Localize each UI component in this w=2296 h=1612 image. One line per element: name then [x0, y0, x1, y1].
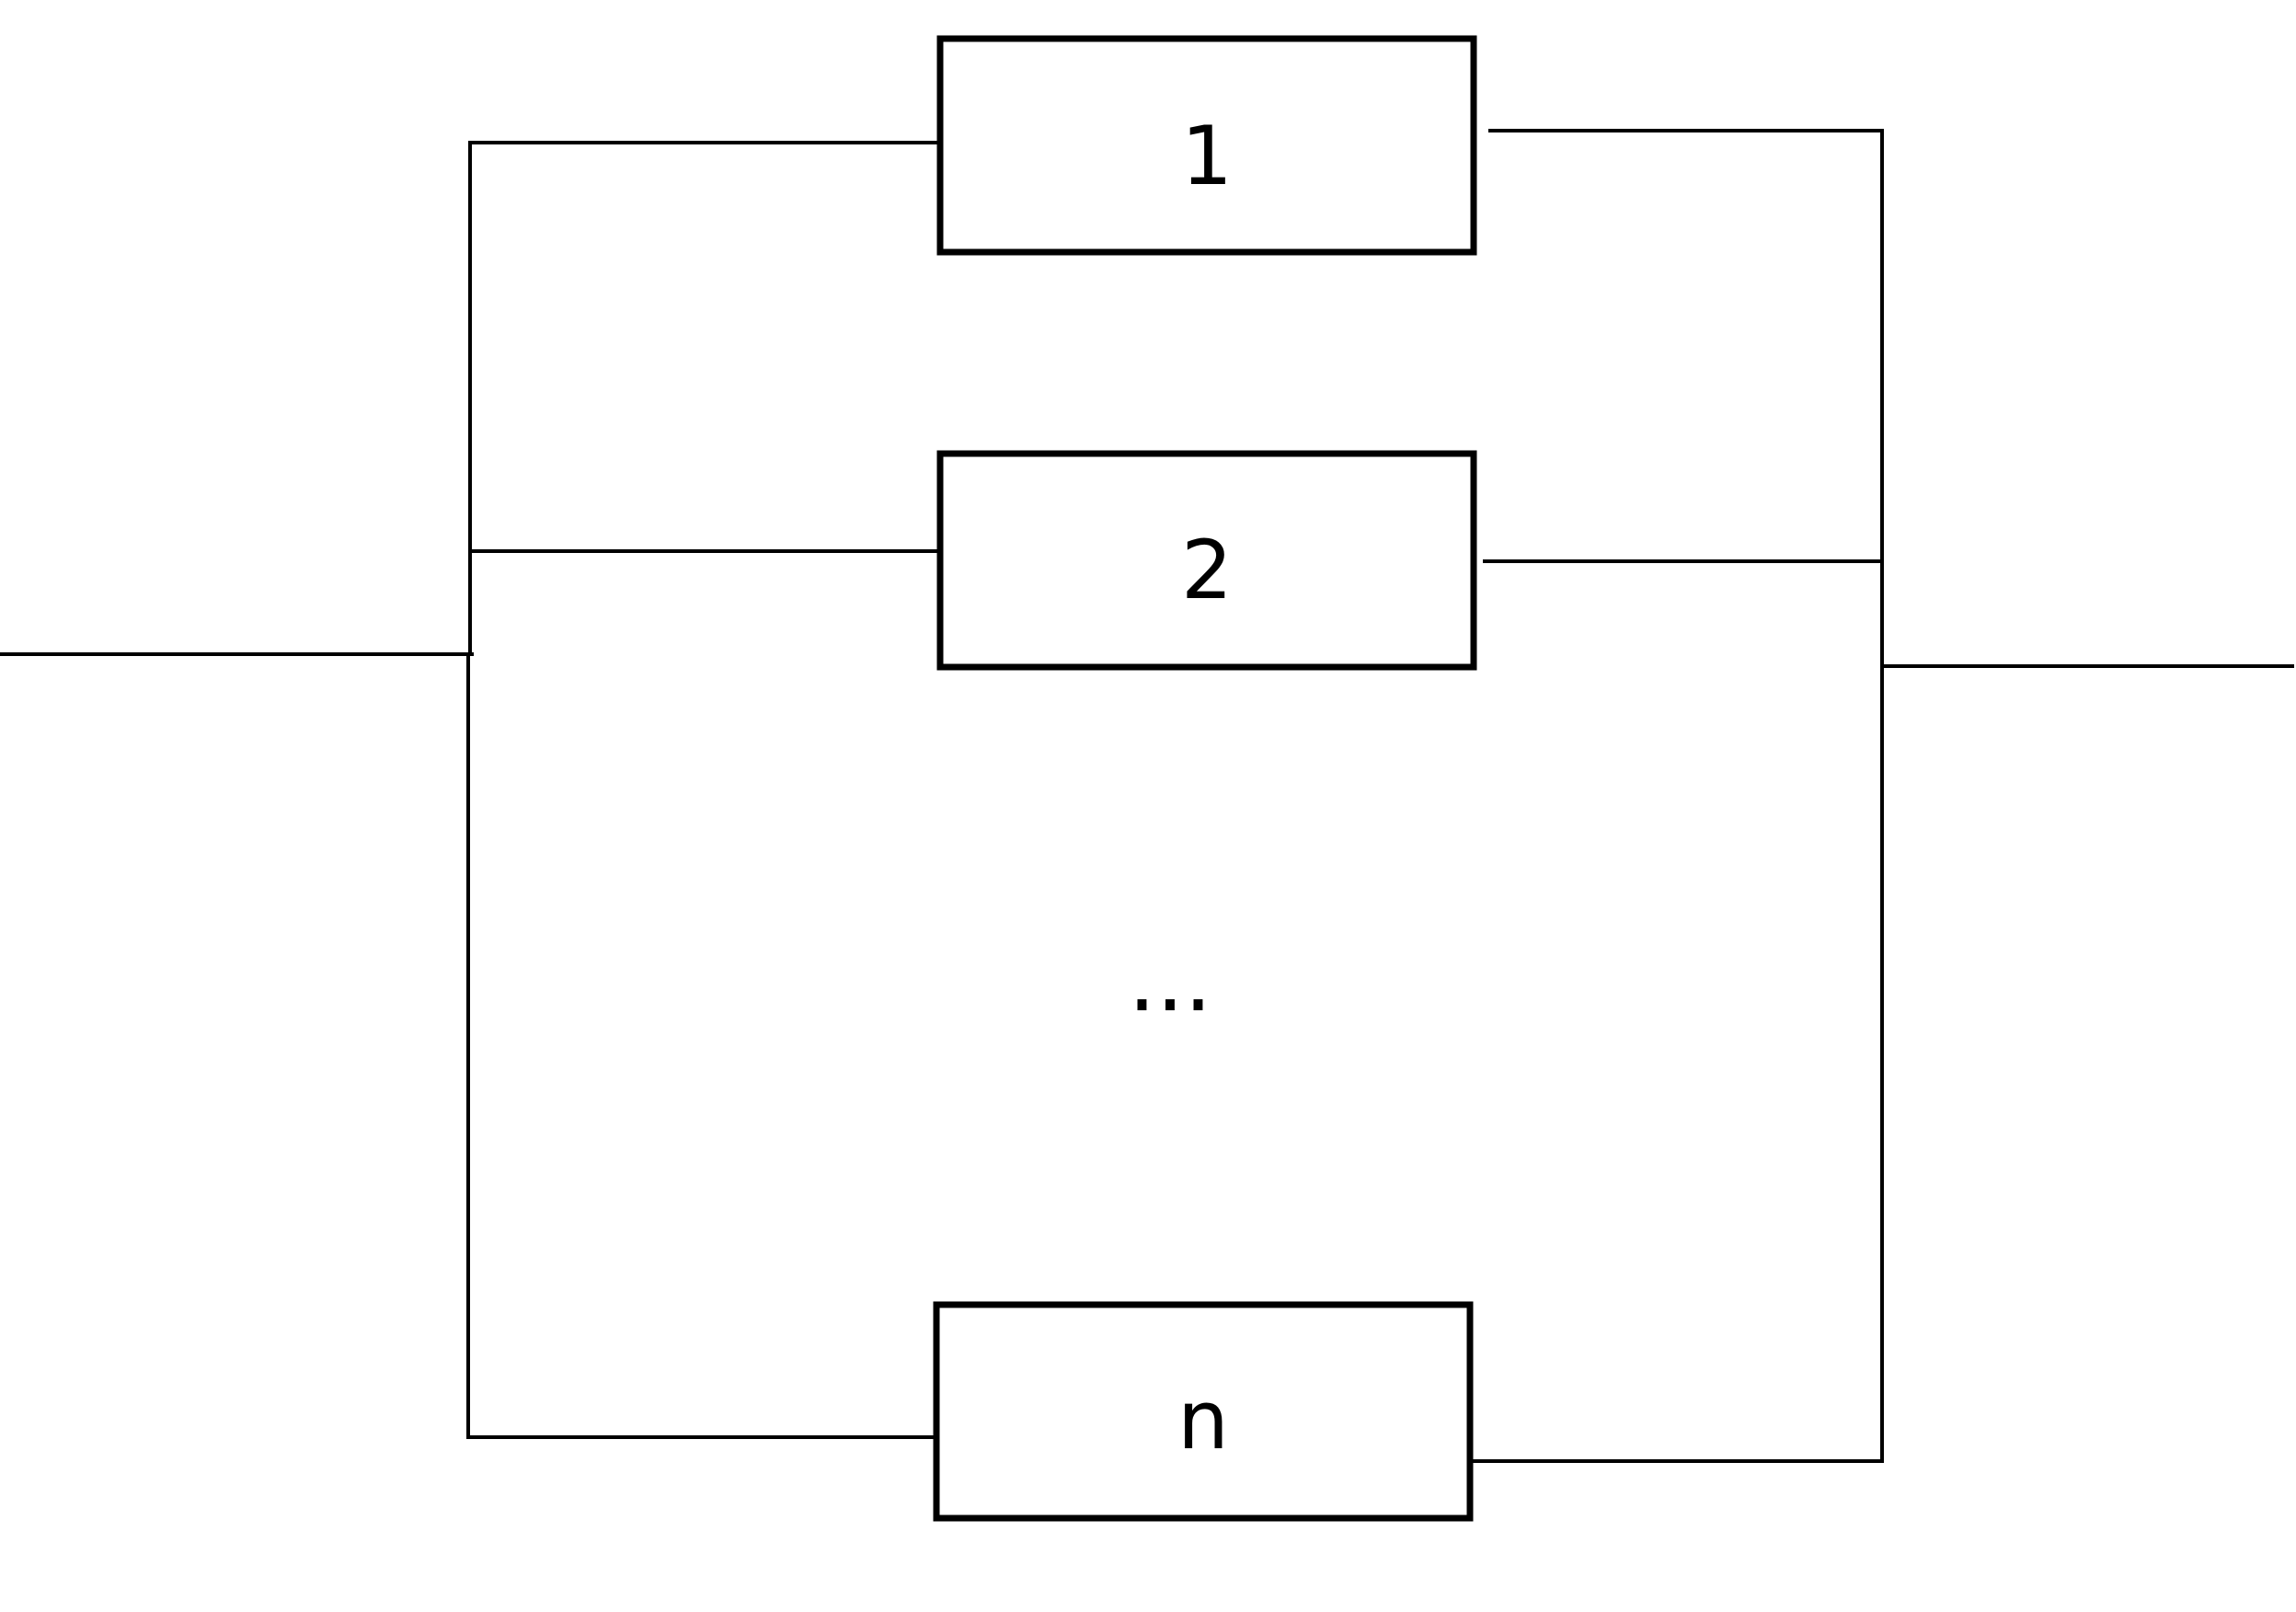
left-bus-upper: [468, 141, 942, 656]
component-label-2: 2: [1181, 523, 1233, 617]
component-label-n: n: [1177, 1373, 1229, 1468]
component-box-n: [933, 1301, 1474, 1522]
component-block-2: 2: [936, 450, 1477, 671]
component-box-1: [936, 35, 1477, 256]
left-bus-lower: [466, 652, 940, 1439]
ellipsis-label: ...: [1128, 928, 1212, 1031]
component-block-1: 1: [936, 35, 1477, 256]
output-wiring: [1473, 129, 2294, 1463]
component-label-1: 1: [1181, 109, 1233, 203]
component-block-n: n: [933, 1301, 1474, 1522]
right-bus: [1473, 129, 1884, 1463]
component-box-2: [936, 450, 1477, 671]
input-wiring: [0, 141, 947, 1439]
